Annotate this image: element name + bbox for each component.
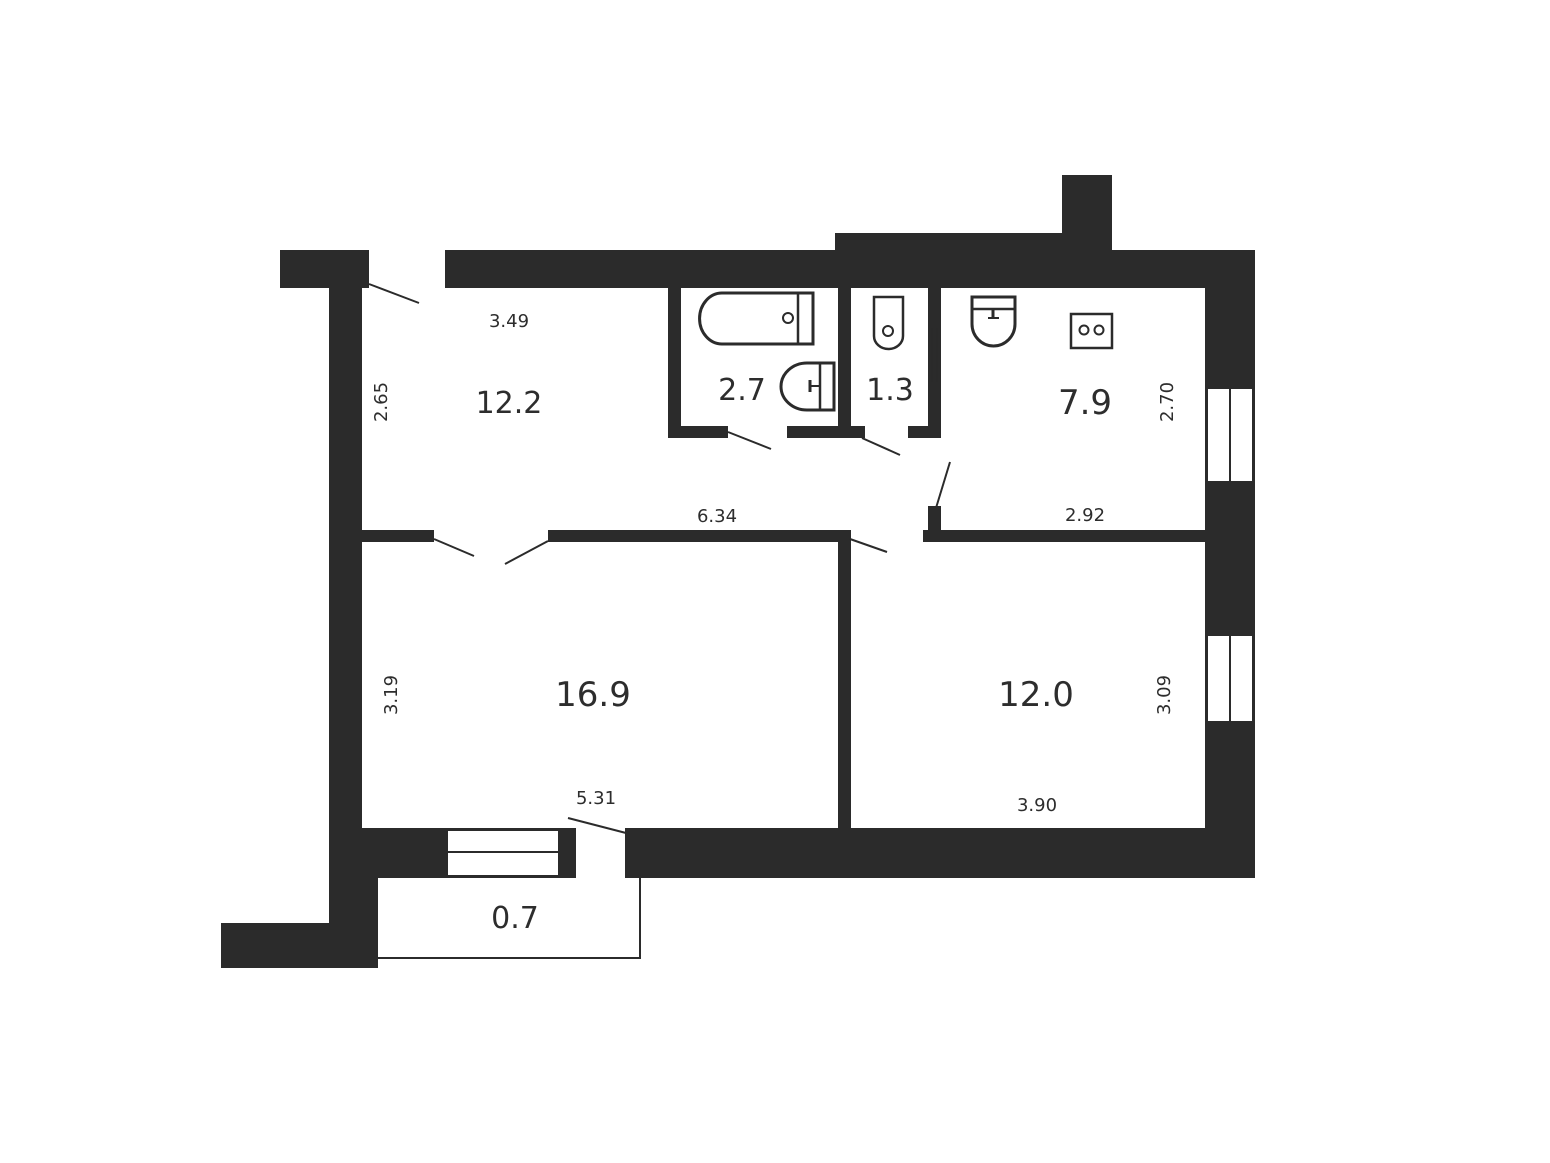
corridor-length-dim: 6.34 [697, 506, 737, 527]
wall-right [1205, 250, 1255, 878]
wall-bottom-right [625, 828, 1255, 878]
window-icon [1206, 634, 1254, 723]
window-icon [446, 829, 560, 877]
balcony-wall-horizontal [221, 923, 378, 968]
room1-height-dim: 3.19 [381, 675, 402, 715]
doors [368, 283, 951, 834]
dimensions: 3.49 2.65 6.34 2.92 2.70 3.19 5.31 3.09 … [371, 311, 1178, 816]
wall-hall-room1-b [548, 530, 850, 542]
door-swing-icon [935, 461, 951, 509]
stove-icon [1069, 312, 1114, 350]
wall-bath-bottom-b [787, 426, 865, 438]
door-swing-icon [849, 538, 888, 553]
door-swing-icon [861, 437, 901, 456]
outer-walls [221, 175, 1255, 968]
fixtures [698, 291, 1114, 412]
wall-kitchen-room2 [923, 530, 1207, 542]
toilet-icon [872, 295, 905, 351]
kitchen-area: 7.9 [1058, 383, 1112, 423]
wall-top [445, 250, 1255, 288]
hall-width-dim: 3.49 [489, 311, 529, 332]
door-swing-icon [727, 431, 772, 450]
wall-bath-bottom-a [668, 426, 728, 438]
hall-area: 12.2 [476, 386, 543, 421]
door-swing-icon [368, 283, 420, 304]
wall-toilet-kitchen [928, 286, 941, 438]
window-icon [1206, 387, 1254, 483]
hall-height-dim: 2.65 [371, 382, 392, 422]
door-swing-icon [504, 540, 549, 565]
wall-bath-left [668, 286, 681, 438]
room1-area: 16.9 [555, 675, 631, 715]
washbasin-icon [779, 361, 836, 412]
kitchen-height-dim: 2.70 [1157, 382, 1178, 422]
wall-bath-toilet [838, 286, 851, 438]
door-swing-icon [567, 817, 627, 834]
room-areas: 12.2 2.7 1.3 7.9 16.9 12.0 0.7 [476, 373, 1112, 936]
toilet-area: 1.3 [866, 373, 914, 408]
room2-width-dim: 3.90 [1017, 795, 1057, 816]
balcony-area: 0.7 [491, 901, 539, 936]
room2-height-dim: 3.09 [1154, 675, 1175, 715]
bath-area: 2.7 [718, 373, 766, 408]
interior-walls [360, 286, 1207, 830]
room1-width-dim: 5.31 [576, 788, 616, 809]
kitchen-sink-icon [970, 295, 1017, 348]
wall-room1-room2 [838, 530, 851, 830]
ventilation-shaft [1062, 175, 1112, 235]
bathtub-icon [698, 291, 815, 346]
door-swing-icon [433, 538, 475, 557]
balcony-outline [378, 878, 641, 959]
wall-hall-room1-a [360, 530, 434, 542]
wall-left [329, 250, 362, 880]
wall-top-bump [835, 233, 1112, 253]
windows [446, 387, 1254, 877]
kitchen-width-dim: 2.92 [1065, 505, 1105, 526]
room2-area: 12.0 [998, 675, 1074, 715]
